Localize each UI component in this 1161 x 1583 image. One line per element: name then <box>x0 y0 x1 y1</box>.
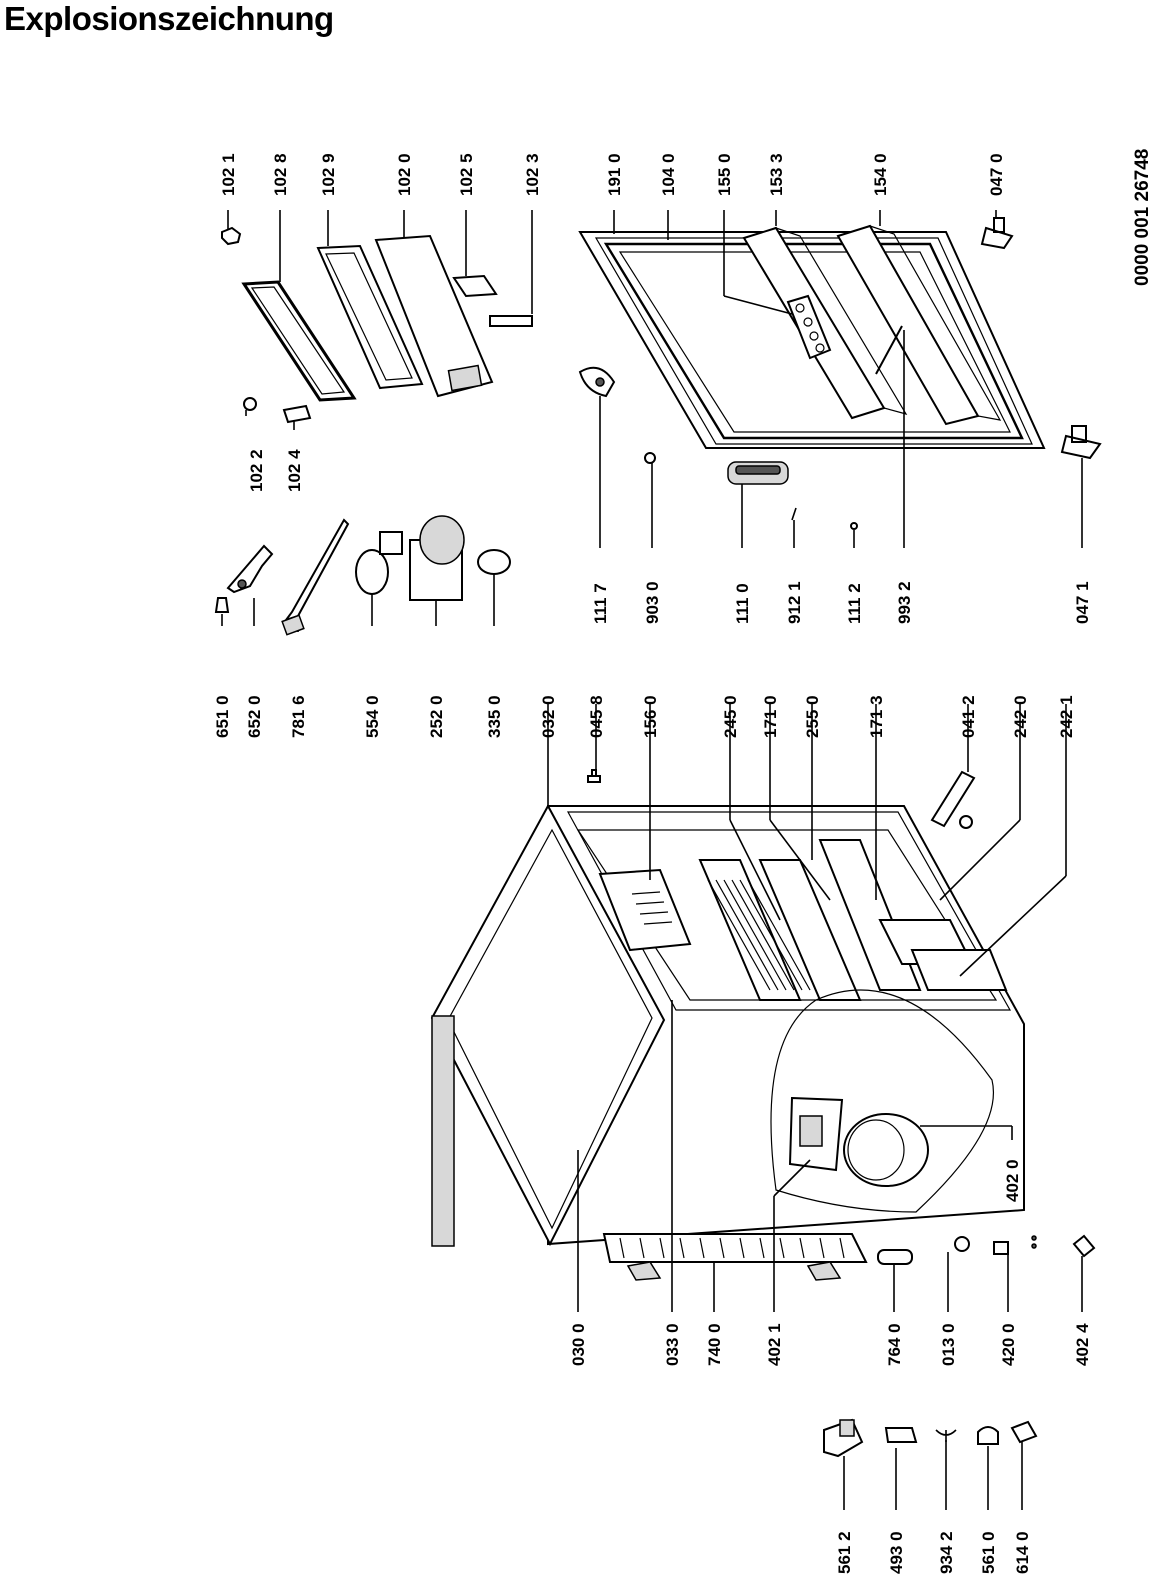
part-781-6-drawing <box>283 518 350 622</box>
part-102-0-drawing <box>374 234 494 398</box>
part-labels: 102 1 102 8 102 9 102 0 102 5 102 3 191 … <box>213 153 1092 1574</box>
label-651-0: 651 0 <box>213 695 232 738</box>
shelf-245-0 <box>698 859 802 1001</box>
part-102-3-drawing <box>489 315 533 327</box>
label-030-0: 030 0 <box>569 1323 588 1366</box>
label-402-0: 402 0 <box>1003 1159 1022 1202</box>
part-493-0-drawing <box>884 1427 918 1443</box>
door-assembly <box>578 210 1102 548</box>
label-033-0: 033 0 <box>663 1323 682 1366</box>
label-102-0: 102 0 <box>395 153 414 196</box>
label-102-4: 102 4 <box>285 449 304 492</box>
label-032-0: 032 0 <box>539 695 558 738</box>
label-554-0: 554 0 <box>363 695 382 738</box>
label-013-0: 013 0 <box>939 1323 958 1366</box>
label-155-0: 155 0 <box>715 153 734 196</box>
part-013-0-drawing <box>954 1236 970 1252</box>
label-191-0: 191 0 <box>605 153 624 196</box>
label-156-0: 156 0 <box>641 695 660 738</box>
label-764-0: 764 0 <box>885 1323 904 1366</box>
part-047-0-drawing <box>980 217 1014 250</box>
shelf-255-0 <box>818 839 922 991</box>
part-047-1-drawing <box>1060 425 1102 460</box>
label-242-1: 242 1 <box>1057 695 1076 738</box>
compressor-402-0 <box>843 1113 929 1187</box>
part-651-0-drawing <box>214 597 230 613</box>
label-171-3: 171 3 <box>867 695 886 738</box>
label-102-5: 102 5 <box>457 153 476 196</box>
ice-compartment-parts <box>221 210 533 430</box>
label-402-1: 402 1 <box>765 1323 784 1366</box>
label-102-2: 102 2 <box>247 449 266 492</box>
shelf-171-0 <box>758 859 862 1001</box>
compressor-bay <box>770 989 994 1213</box>
part-764-0-drawing <box>877 1249 913 1265</box>
part-102-9-drawing <box>316 244 424 390</box>
part-111-2-drawing <box>850 522 858 530</box>
label-102-3: 102 3 <box>523 153 542 196</box>
label-912-1: 912 1 <box>785 581 804 624</box>
document-code: 0000 001 26748 <box>1132 149 1153 286</box>
crisper-242-1 <box>910 949 1008 991</box>
label-102-9: 102 9 <box>319 153 338 196</box>
label-111-0: 111 0 <box>733 583 752 624</box>
part-652-0-drawing <box>226 544 274 594</box>
part-614-0-drawing <box>1010 1420 1038 1444</box>
label-993-2: 993 2 <box>895 581 914 624</box>
part-102-8-drawing <box>241 280 357 402</box>
part-102-5-drawing <box>452 274 498 298</box>
label-781-6: 781 6 <box>289 695 308 738</box>
label-420-0: 420 0 <box>999 1323 1018 1366</box>
label-111-2: 111 2 <box>845 583 864 624</box>
part-934-2-drawing <box>935 1429 957 1442</box>
label-252-0: 252 0 <box>427 695 446 738</box>
label-154-0: 154 0 <box>871 153 890 196</box>
label-045-8: 045 8 <box>587 695 606 738</box>
part-102-2-drawing <box>243 397 257 411</box>
part-912-1-drawing <box>791 507 797 521</box>
part-041-2-drawing <box>930 770 976 828</box>
label-561-0: 561 0 <box>979 1531 998 1574</box>
label-255-0: 255 0 <box>803 695 822 738</box>
label-740-0: 740 0 <box>705 1323 724 1366</box>
freezer-156-0 <box>598 868 692 952</box>
label-102-8: 102 8 <box>271 153 290 196</box>
part-554-0-drawing <box>355 549 389 595</box>
part-102-4-drawing <box>282 404 312 424</box>
bottle-holder <box>875 325 903 375</box>
label-934-2: 934 2 <box>937 1531 956 1574</box>
part-045-8-drawing <box>587 769 601 783</box>
label-102-1: 102 1 <box>219 153 238 196</box>
label-171-0: 171 0 <box>761 695 780 738</box>
label-047-0: 047 0 <box>987 153 1006 196</box>
top-grille <box>431 1015 455 1247</box>
accessory-parts <box>823 1418 1038 1510</box>
label-041-2: 041 2 <box>959 695 978 738</box>
label-561-2: 561 2 <box>835 1531 854 1574</box>
label-335-0: 335 0 <box>485 695 504 738</box>
label-903-0: 903 0 <box>643 581 662 624</box>
cabinet <box>430 704 1096 1312</box>
label-111-7: 111 7 <box>591 583 610 624</box>
cabinet-top <box>430 803 666 1247</box>
thermostat-parts <box>214 515 511 636</box>
label-493-0: 493 0 <box>887 1531 906 1574</box>
label-153-3: 153 3 <box>767 153 786 196</box>
part-402-4-drawing <box>1072 1234 1096 1258</box>
part-561-0-drawing <box>977 1426 999 1445</box>
label-242-0: 242 0 <box>1011 695 1030 738</box>
label-614-0: 614 0 <box>1013 1531 1032 1574</box>
page-title: Explosionszeichnung <box>4 0 334 37</box>
label-245-0: 245 0 <box>721 695 740 738</box>
part-903-0-drawing <box>644 452 656 464</box>
part-335-0-drawing <box>477 549 511 575</box>
part-102-1-drawing <box>221 226 242 246</box>
condenser-740-0 <box>602 1233 868 1263</box>
label-652-0: 652 0 <box>245 695 264 738</box>
label-047-1: 047 1 <box>1073 581 1092 624</box>
part-420-0-drawing <box>993 1241 1009 1255</box>
label-104-0: 104 0 <box>659 153 678 196</box>
label-402-4: 402 4 <box>1073 1323 1092 1366</box>
